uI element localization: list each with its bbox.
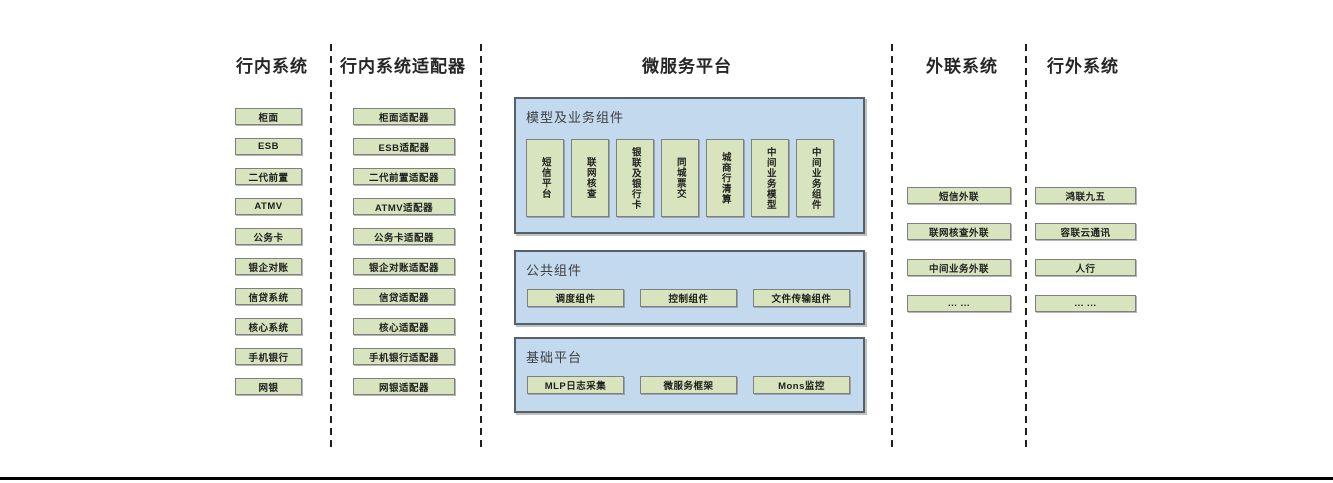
external-node: 容联云通讯 bbox=[1035, 223, 1136, 240]
divider-dashed-3 bbox=[891, 44, 893, 450]
internal-node: 核心系统 bbox=[235, 318, 302, 335]
internal-node: ESB bbox=[235, 138, 302, 155]
external-node: 人行 bbox=[1035, 259, 1136, 276]
base-platform-node: 微服务框架 bbox=[640, 376, 737, 394]
model-components-row: 短信平台 联网核查 银联及银行卡 同城票交 城商行清算 中间业务模型 中间业务组… bbox=[526, 139, 834, 217]
adapter-node: 核心适配器 bbox=[353, 318, 455, 335]
common-component-node: 控制组件 bbox=[640, 289, 737, 307]
node-label: 短信平台 bbox=[539, 157, 551, 199]
external-node: 鸿联九五 bbox=[1035, 187, 1136, 204]
common-component-node: 调度组件 bbox=[527, 289, 624, 307]
outreach-node: 联网核查外联 bbox=[907, 223, 1011, 240]
base-platform-row: MLP日志采集 微服务框架 Mons监控 bbox=[527, 376, 850, 394]
node-label: 同城票交 bbox=[674, 157, 686, 199]
column-title-external: 行外系统 bbox=[1047, 57, 1119, 76]
column-title-platform: 微服务平台 bbox=[642, 57, 732, 76]
column-title-outreach: 外联系统 bbox=[926, 57, 998, 76]
base-platform-node: Mons监控 bbox=[753, 376, 850, 394]
adapter-node: 手机银行适配器 bbox=[353, 348, 455, 365]
outreach-node: ... ... bbox=[907, 295, 1011, 312]
divider-dashed-4 bbox=[1025, 44, 1027, 450]
internal-node: 信贷系统 bbox=[235, 288, 302, 305]
divider-dashed-2 bbox=[480, 44, 482, 450]
adapter-node: ESB适配器 bbox=[353, 138, 455, 155]
model-component-node: 银联及银行卡 bbox=[616, 139, 654, 217]
adapter-node: 信贷适配器 bbox=[353, 288, 455, 305]
adapter-node: ATMV适配器 bbox=[353, 198, 455, 215]
adapter-node: 银企对账适配器 bbox=[353, 258, 455, 275]
common-component-node: 文件传输组件 bbox=[753, 289, 850, 307]
section-base-platform: 基础平台 MLP日志采集 微服务框架 Mons监控 bbox=[514, 337, 865, 413]
section-common-components: 公共组件 调度组件 控制组件 文件传输组件 bbox=[514, 250, 865, 325]
model-component-node: 短信平台 bbox=[526, 139, 564, 217]
model-component-node: 中间业务组件 bbox=[796, 139, 834, 217]
node-label: 中间业务组件 bbox=[809, 146, 821, 210]
base-platform-node: MLP日志采集 bbox=[527, 376, 624, 394]
model-component-node: 城商行清算 bbox=[706, 139, 744, 217]
bottom-rule bbox=[0, 477, 1333, 480]
adapter-node: 网银适配器 bbox=[353, 378, 455, 395]
internal-node: 网银 bbox=[235, 378, 302, 395]
section-label: 模型及业务组件 bbox=[526, 110, 625, 125]
node-label: 中间业务模型 bbox=[764, 146, 776, 210]
internal-node: ATMV bbox=[235, 198, 302, 215]
adapter-node: 柜面适配器 bbox=[353, 108, 455, 125]
divider-dashed-1 bbox=[330, 44, 332, 450]
model-component-node: 同城票交 bbox=[661, 139, 699, 217]
model-component-node: 联网核查 bbox=[571, 139, 609, 217]
node-label: 城商行清算 bbox=[719, 151, 731, 205]
column-title-internal: 行内系统 bbox=[236, 57, 308, 76]
internal-node: 二代前置 bbox=[235, 168, 302, 185]
internal-node: 柜面 bbox=[235, 108, 302, 125]
outreach-node: 中间业务外联 bbox=[907, 259, 1011, 276]
common-components-row: 调度组件 控制组件 文件传输组件 bbox=[527, 289, 850, 307]
internal-node: 银企对账 bbox=[235, 258, 302, 275]
section-model-business-components: 模型及业务组件 短信平台 联网核查 银联及银行卡 同城票交 城商行清算 中间业务… bbox=[514, 97, 865, 234]
internal-node: 手机银行 bbox=[235, 348, 302, 365]
internal-node: 公务卡 bbox=[235, 228, 302, 245]
model-component-node: 中间业务模型 bbox=[751, 139, 789, 217]
section-label: 公共组件 bbox=[526, 263, 583, 278]
external-node: ... ... bbox=[1035, 295, 1136, 312]
section-label: 基础平台 bbox=[526, 350, 583, 365]
adapter-node: 公务卡适配器 bbox=[353, 228, 455, 245]
node-label: 联网核查 bbox=[584, 157, 596, 199]
outreach-node: 短信外联 bbox=[907, 187, 1011, 204]
adapter-node: 二代前置适配器 bbox=[353, 168, 455, 185]
node-label: 银联及银行卡 bbox=[629, 146, 641, 210]
column-title-adapters: 行内系统适配器 bbox=[340, 57, 466, 76]
